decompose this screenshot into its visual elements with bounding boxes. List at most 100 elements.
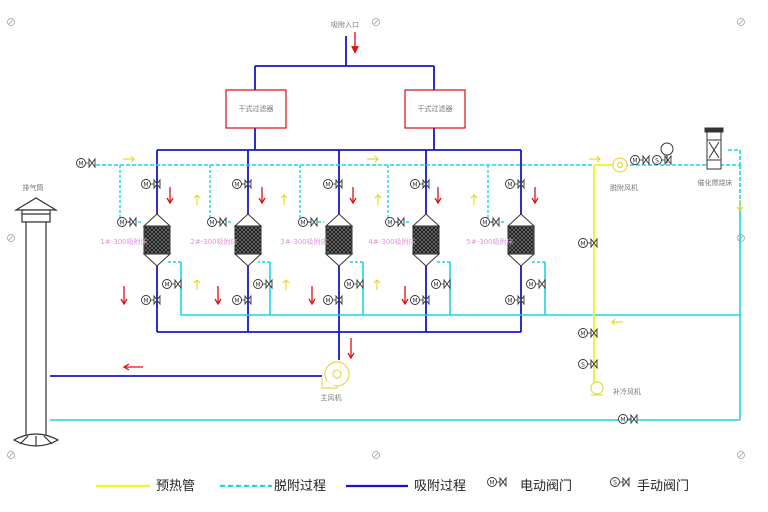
valve-desorb-out-2-letter: M — [255, 282, 260, 289]
valve-bottom-1: M — [141, 294, 161, 306]
valve-desorb-in-1: M — [117, 216, 137, 228]
valve-desorb-out-3-letter: M — [346, 282, 351, 289]
valve-top-2: M — [232, 178, 252, 190]
red-arrow-4 — [434, 187, 442, 205]
adsorption-lines — [50, 36, 522, 377]
valve-preheat-upper-letter: M — [580, 241, 585, 248]
desorb-fan — [612, 157, 628, 173]
preheat-arrows — [123, 155, 744, 326]
valve-desorb-out-5: M — [526, 278, 546, 290]
valve-top-2-letter: M — [234, 182, 239, 189]
legend-manual-symbol: S — [610, 476, 630, 488]
adsorber-label-1: 1#-300吸附床 — [100, 237, 147, 246]
main-fan — [321, 361, 350, 389]
adsorber-3: 3#-300吸附床 — [280, 213, 354, 267]
corner-marks — [7, 18, 745, 459]
red-arrow-1 — [166, 187, 174, 205]
valve-desorb-out-2: M — [253, 278, 273, 290]
legend: 预热管 脱附过程 吸附过程 M 电动阀门 S 手动阀门 — [96, 476, 689, 494]
exhaust-stack — [12, 197, 60, 447]
valve-desorb-out-4-letter: M — [433, 282, 438, 289]
adsorber-label-2: 2#-300吸附床 — [190, 237, 237, 246]
filter-right: 干式过滤器 — [404, 89, 466, 129]
valve-catalytic-manual-letter: S — [655, 158, 659, 165]
valve-desorb-in-5: M — [480, 216, 500, 228]
red-arrow-2 — [258, 187, 266, 205]
main-fan-label: 主风机 — [321, 393, 342, 402]
valve-top-3-letter: M — [325, 182, 330, 189]
valve-bottom-2-letter: M — [234, 298, 239, 305]
valve-bottom-1-letter: M — [143, 298, 148, 305]
red-arrow-5 — [531, 187, 539, 205]
valve-catalytic-manual: S — [652, 154, 672, 166]
valve-preheat-lower: M — [578, 327, 598, 339]
valve-desorb-in-4: M — [385, 216, 405, 228]
adsorber-label-3: 3#-300吸附床 — [280, 237, 327, 246]
valve-bottom-4-letter: M — [412, 298, 417, 305]
valve-desorb-in-3: M — [298, 216, 318, 228]
valve-bottom-3: M — [323, 294, 343, 306]
valve-preheat-upper: M — [578, 237, 598, 249]
valve-preheat-manual-letter: S — [581, 362, 585, 369]
valve-inlet-left: M — [76, 157, 96, 169]
valve-desorb-in-4-letter: M — [387, 220, 392, 227]
sensor — [660, 142, 674, 163]
red-arrow-8 — [308, 286, 316, 306]
adsorber-5: 5#-300吸附床 — [466, 213, 536, 267]
adsorber-label-4: 4#-300吸附床 — [368, 237, 415, 246]
legend-preheat: 预热管 — [156, 479, 195, 494]
valve-desorb-out-5-letter: M — [528, 282, 533, 289]
valve-top-5: M — [505, 178, 525, 190]
valve-bottom-5-letter: M — [507, 298, 512, 305]
valve-preheat-lower-letter: M — [580, 331, 585, 338]
desorb-fan-label: 脱附风机 — [610, 183, 638, 192]
preheat-lines — [593, 164, 614, 386]
red-arrow-9 — [401, 286, 409, 306]
adsorber-1: 1#-300吸附床 — [100, 213, 172, 267]
valve-preheat-manual: S — [578, 358, 598, 370]
legend-electric-valve-symbol: M — [487, 476, 507, 488]
valve-desorb-out-1: M — [162, 278, 182, 290]
valve-desorb-fan: M — [630, 154, 650, 166]
valve-top-4: M — [410, 178, 430, 190]
preheat-fan — [590, 381, 604, 396]
valve-desorb-in-3-letter: M — [300, 220, 305, 227]
desorption-solid-lines — [50, 200, 741, 421]
valve-top-1: M — [141, 178, 161, 190]
valve-desorb-out-1-letter: M — [164, 282, 169, 289]
valve-desorb-out-4: M — [431, 278, 451, 290]
catalytic-bed — [704, 127, 724, 170]
valve-bottom-4: M — [410, 294, 430, 306]
legend-manual-valve: 手动阀门 — [637, 479, 689, 494]
catalytic-label: 催化燃烧床 — [698, 178, 733, 187]
adsorber-2: 2#-300吸附床 — [190, 213, 263, 267]
valve-desorb-in-5-letter: M — [482, 220, 487, 227]
legend-electric-valve: 电动阀门 — [520, 479, 572, 494]
flow-arrows — [120, 187, 539, 371]
valve-top-5-letter: M — [507, 182, 512, 189]
valve-bottom-2: M — [232, 294, 252, 306]
valve-desorb-fan-letter: M — [632, 158, 637, 165]
valve-fresh-air-letter: M — [620, 417, 625, 424]
valve-top-1-letter: M — [143, 182, 148, 189]
valve-desorb-in-2-letter: M — [209, 220, 214, 227]
legend-desorption: 脱附过程 — [274, 479, 326, 494]
stack-label: 排气筒 — [23, 183, 44, 192]
adsorber-4: 4#-300吸附床 — [368, 213, 441, 267]
red-arrow-10 — [347, 338, 355, 360]
valve-desorb-in-1-letter: M — [119, 220, 124, 227]
filter-right-label: 干式过滤器 — [418, 104, 453, 113]
air-inlet-label: 吸附入口 — [331, 20, 359, 29]
desorption-lines — [96, 149, 741, 200]
valve-inlet-left-letter: M — [78, 161, 83, 168]
valve-top-3: M — [323, 178, 343, 190]
valve-desorb-in-2: M — [207, 216, 227, 228]
valve-top-4-letter: M — [412, 182, 417, 189]
red-arrow-left — [122, 363, 143, 371]
adsorber-group: 1#-300吸附床 2#-300吸附床 3#-300吸附床 4#-300吸附床 5#-3… — [100, 213, 536, 267]
legend-electric-symbol: M — [487, 476, 507, 488]
red-arrow-3 — [349, 187, 357, 205]
